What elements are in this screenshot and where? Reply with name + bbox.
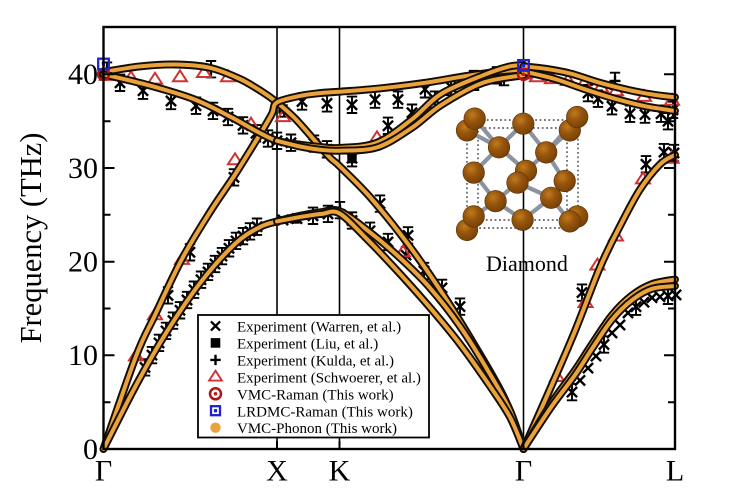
svg-text:Frequency (THz): Frequency (THz) [14, 133, 48, 344]
svg-text:X: X [266, 455, 288, 488]
svg-text:VMC-Phonon (This work): VMC-Phonon (This work) [237, 421, 397, 437]
svg-text:40: 40 [68, 58, 98, 91]
svg-text:10: 10 [68, 339, 98, 372]
svg-text:30: 30 [68, 152, 98, 185]
svg-text:0: 0 [83, 433, 98, 466]
svg-text:K: K [329, 455, 351, 488]
svg-text:Γ: Γ [515, 455, 532, 488]
svg-text:Experiment (Warren, et al.): Experiment (Warren, et al.) [237, 320, 401, 336]
svg-text:20: 20 [68, 245, 98, 278]
svg-text:Experiment (Schwoerer, et al.): Experiment (Schwoerer, et al.) [237, 370, 421, 386]
svg-text:Experiment (Liu, et al.): Experiment (Liu, et al.) [237, 336, 378, 352]
svg-text:Diamond: Diamond [486, 251, 568, 276]
svg-text:Experiment (Kulda, et al.): Experiment (Kulda, et al.) [237, 353, 394, 369]
svg-text:LRDMC-Raman (This work): LRDMC-Raman (This work) [237, 404, 413, 420]
svg-text:Γ: Γ [95, 455, 112, 488]
svg-text:VMC-Raman (This work): VMC-Raman (This work) [237, 387, 394, 403]
svg-text:L: L [666, 455, 684, 488]
